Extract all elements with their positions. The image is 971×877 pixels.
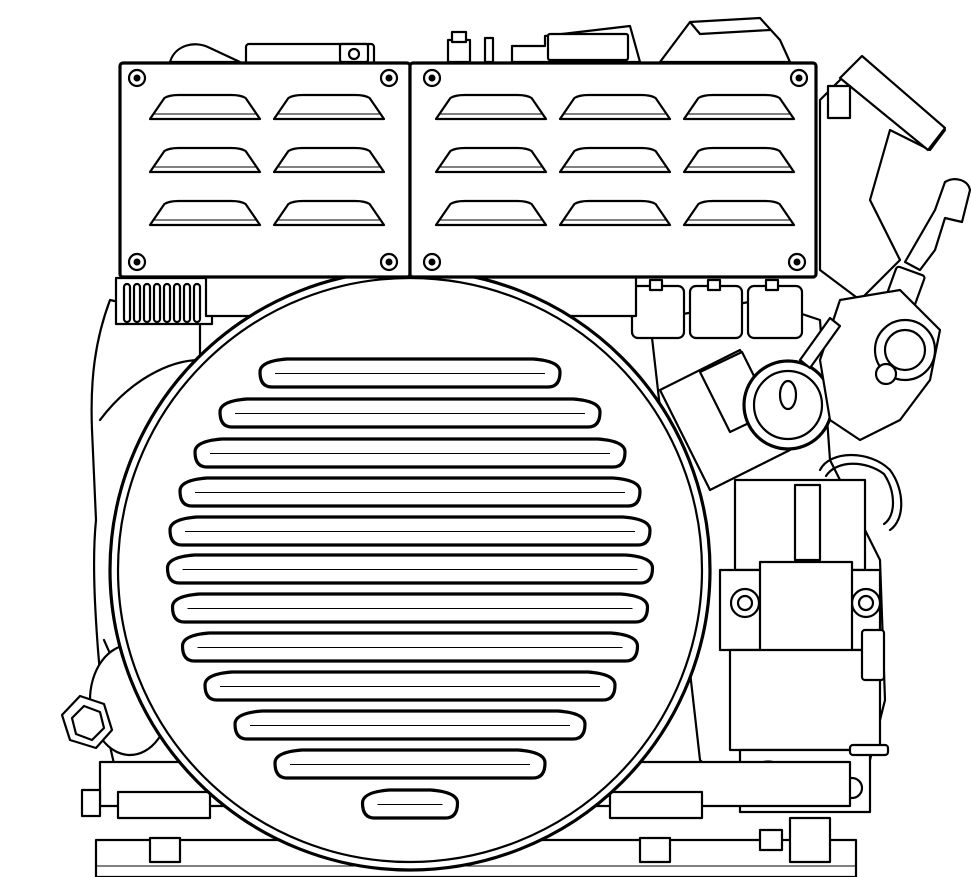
base-stud-far-right xyxy=(788,816,832,864)
bracket-rib xyxy=(152,282,162,324)
rib-group xyxy=(122,282,202,324)
cover-screw-head xyxy=(428,74,436,82)
top-pin xyxy=(483,36,495,64)
louver-slot-left xyxy=(272,146,386,174)
louver-slot-left xyxy=(148,199,262,227)
louver-slot-right xyxy=(682,93,796,121)
connector-c xyxy=(746,284,804,340)
bracket-rib xyxy=(162,282,172,324)
connector-b xyxy=(688,284,744,340)
louver-slot-right xyxy=(434,199,548,227)
flange-bolt-right-inner xyxy=(857,594,875,612)
fuel-pipe-loop-inner xyxy=(824,462,895,526)
gauge-slot xyxy=(778,379,798,411)
left-crankcase-edge xyxy=(98,358,202,422)
cover-screw-head xyxy=(795,74,803,82)
base-stud-right xyxy=(638,836,672,864)
louver-slot-right xyxy=(434,146,548,174)
left-hex-nut-face xyxy=(70,704,106,742)
connector-c-tab xyxy=(764,278,780,292)
top-right-housing xyxy=(658,16,792,64)
bracket-rib xyxy=(122,282,132,324)
air-intake-clamp xyxy=(838,54,947,152)
base-foot-right xyxy=(608,790,704,820)
connector-a-tab xyxy=(648,278,664,292)
spring-rod xyxy=(798,316,842,370)
foot-pin xyxy=(848,743,890,757)
injector-stem xyxy=(793,483,822,562)
top-relay-box xyxy=(546,32,630,62)
cover-screw-head xyxy=(133,74,141,82)
louver-slot-right xyxy=(558,146,672,174)
flange-bolt-left-inner xyxy=(736,594,754,612)
shroud-inner-ring xyxy=(116,276,704,864)
base-valve xyxy=(758,828,784,852)
base-side-block xyxy=(80,788,102,818)
louver-slot-left xyxy=(272,93,386,121)
top-valve-cap xyxy=(450,30,468,44)
fan-shroud xyxy=(108,268,712,872)
cover-screw-head xyxy=(793,258,801,266)
top-valve xyxy=(446,38,472,64)
top-left-cap xyxy=(168,43,242,64)
top-reservoir-knob xyxy=(347,47,361,61)
louver-slot-right xyxy=(682,199,796,227)
cover-screw-head xyxy=(428,258,436,266)
louver-slot-left xyxy=(148,146,262,174)
cover-screw-head xyxy=(385,74,393,82)
intake-bracket xyxy=(826,84,852,120)
louver-cover xyxy=(118,61,818,279)
bracket-rib xyxy=(172,282,182,324)
cover-screw-head xyxy=(385,258,393,266)
bracket-rib xyxy=(142,282,152,324)
cover-screws xyxy=(127,68,809,272)
top-right-housing-edge xyxy=(688,20,772,36)
right-assembly xyxy=(630,54,971,814)
bracket-rib xyxy=(182,282,192,324)
louver-slot-left xyxy=(148,93,262,121)
connector-a xyxy=(630,284,686,340)
pump-base xyxy=(728,648,882,752)
grille xyxy=(165,357,655,820)
louver-slot-left xyxy=(272,199,386,227)
dipstick-handle xyxy=(903,178,971,272)
governor-bolt xyxy=(874,362,898,386)
connector-b-tab xyxy=(706,278,722,292)
base-foot-left xyxy=(116,790,212,820)
bracket-rib xyxy=(192,282,202,324)
governor-cap-inner xyxy=(883,328,927,372)
cover-screw-head xyxy=(133,258,141,266)
louver-slot-right xyxy=(558,93,672,121)
louver-slot-right xyxy=(434,93,548,121)
base-stud-left xyxy=(148,836,182,864)
louver-slot-right xyxy=(558,199,672,227)
bracket-rib xyxy=(132,282,142,324)
louver-slot-right xyxy=(682,146,796,174)
louver-slots xyxy=(148,93,796,227)
fuel-pipe-loop xyxy=(818,453,903,532)
side-rail-clip xyxy=(860,628,886,682)
